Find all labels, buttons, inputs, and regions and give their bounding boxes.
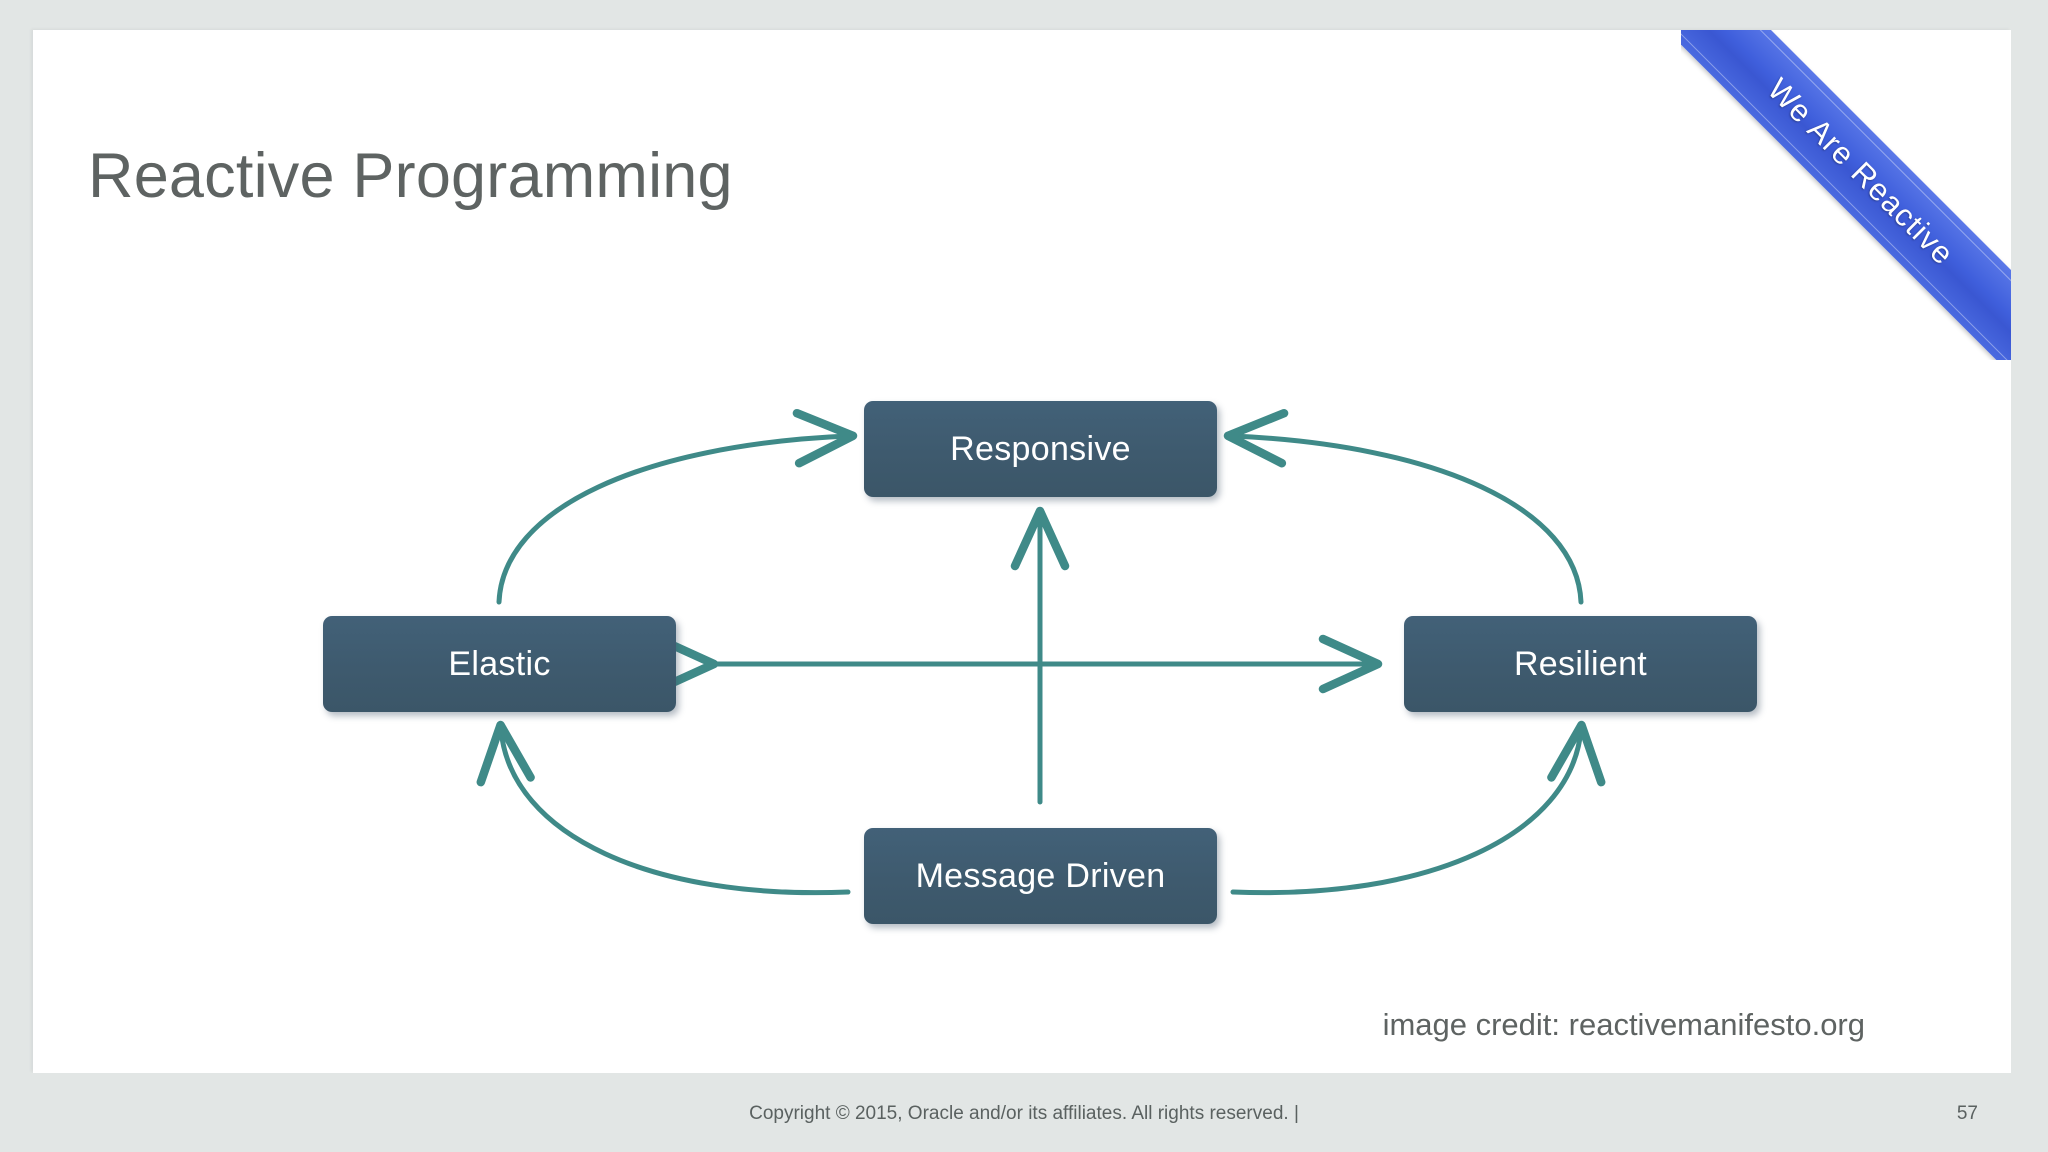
diagram-arrows — [476, 408, 1606, 896]
diagram-node-label: Resilient — [1513, 644, 1648, 683]
arrow-elastic-to-responsive — [496, 408, 858, 605]
diagram-node-label: Responsive — [950, 429, 1131, 468]
arrow-message-driven-to-resilient — [1230, 720, 1606, 896]
image-credit: image credit: reactivemanifesto.org — [1382, 1007, 1865, 1042]
diagram-node-label: Message Driven — [915, 856, 1166, 895]
arrow-message-driven-to-elastic — [476, 720, 851, 896]
slide-footer: Copyright © 2015, Oracle and/or its affi… — [0, 1073, 2048, 1152]
diagram-node-message-driven[interactable]: Message Driven — [864, 828, 1217, 924]
diagram-node-resilient[interactable]: Resilient — [1404, 616, 1757, 712]
diagram-node-responsive[interactable]: Responsive — [864, 401, 1217, 497]
diagram-node-elastic[interactable]: Elastic — [323, 616, 676, 712]
reactive-manifesto-diagram: Responsive Elastic Resilient Message Dri… — [33, 30, 2011, 1073]
slide-canvas: Reactive Programming We Are Reactive — [33, 30, 2011, 1073]
arrow-resilient-to-responsive — [1223, 408, 1584, 605]
page-title: Reactive Programming — [88, 141, 733, 211]
footer-page-number: 57 — [1956, 1103, 1978, 1124]
diagram-node-label: Elastic — [448, 644, 551, 683]
footer-copyright: Copyright © 2015, Oracle and/or its affi… — [749, 1103, 1299, 1124]
